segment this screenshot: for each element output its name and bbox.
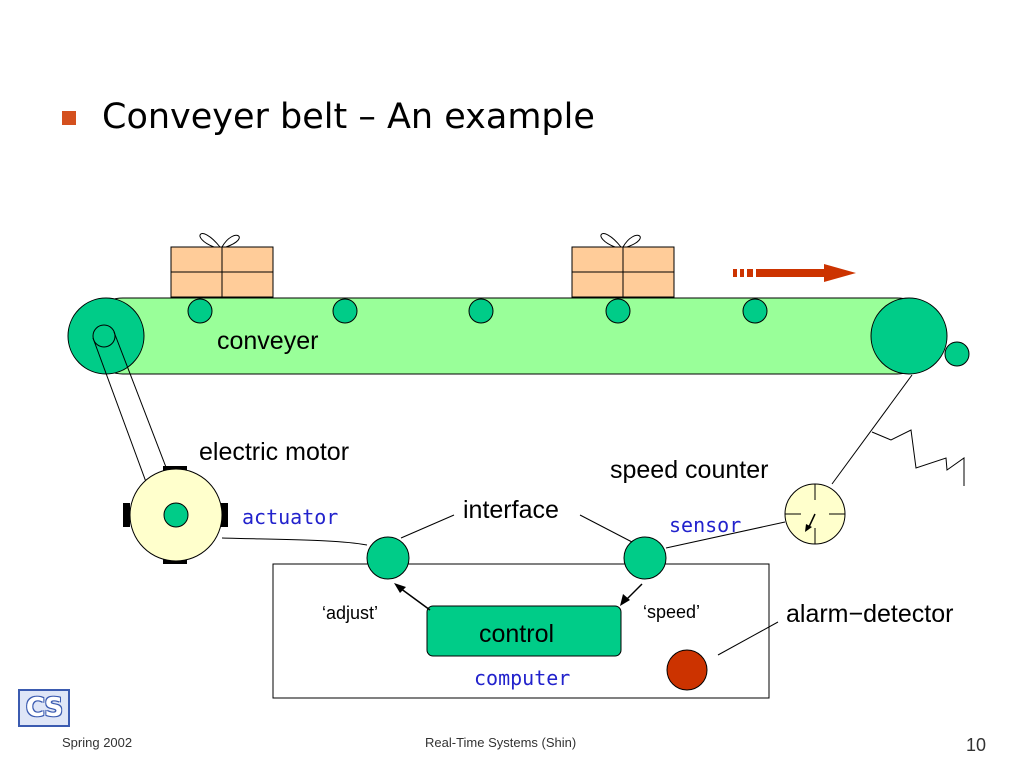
label-computer: computer (474, 666, 571, 690)
pulley-hub (92, 324, 116, 348)
bullet-icon (62, 110, 76, 125)
belt-roller (742, 298, 768, 324)
cs-logo-text: CS (25, 693, 63, 723)
spring-icon (871, 429, 965, 486)
label-sensor: sensor (669, 513, 742, 537)
speed-arrow-icon (620, 594, 630, 606)
footer-left: Spring 2002 (62, 735, 133, 750)
label-actuator: actuator (242, 505, 339, 529)
label-alarm-detector: alarm−detector (786, 600, 954, 628)
speed-counter-dial-icon (784, 483, 846, 545)
belt-roller (332, 298, 358, 324)
package-icon (571, 233, 675, 298)
sensor-wheel (944, 341, 970, 367)
footer-center: Real-Time Systems (Shin) (425, 735, 577, 750)
label-control: control (479, 620, 555, 648)
label-conveyer: conveyer (217, 327, 319, 355)
label-interface: interface (463, 496, 559, 524)
actuator-interface (366, 536, 410, 580)
computer-box (272, 563, 770, 699)
electric-motor-icon (123, 466, 228, 564)
belt-roller (187, 298, 213, 324)
alarm-detector-icon (666, 649, 708, 691)
slide-title-row: Conveyer belt – An example (62, 100, 595, 135)
label-electric-motor: electric motor (199, 438, 350, 466)
belt-roller (605, 298, 631, 324)
page-number: 10 (966, 735, 987, 755)
conveyer-belt (84, 297, 936, 375)
package-icon (170, 233, 274, 298)
sensor-interface (623, 536, 667, 580)
control-box (426, 605, 622, 657)
label-speed-counter: speed counter (610, 456, 769, 484)
label-adjust: ‘adjust’ (322, 603, 379, 623)
right-pulley (870, 297, 948, 375)
label-speed: ‘speed’ (643, 602, 701, 622)
slide-title: Conveyer belt – An example (102, 97, 595, 137)
belt-roller (468, 298, 494, 324)
cs-logo: CS (18, 689, 70, 727)
adjust-arrow-icon (394, 583, 406, 593)
direction-arrow-icon (733, 264, 856, 282)
